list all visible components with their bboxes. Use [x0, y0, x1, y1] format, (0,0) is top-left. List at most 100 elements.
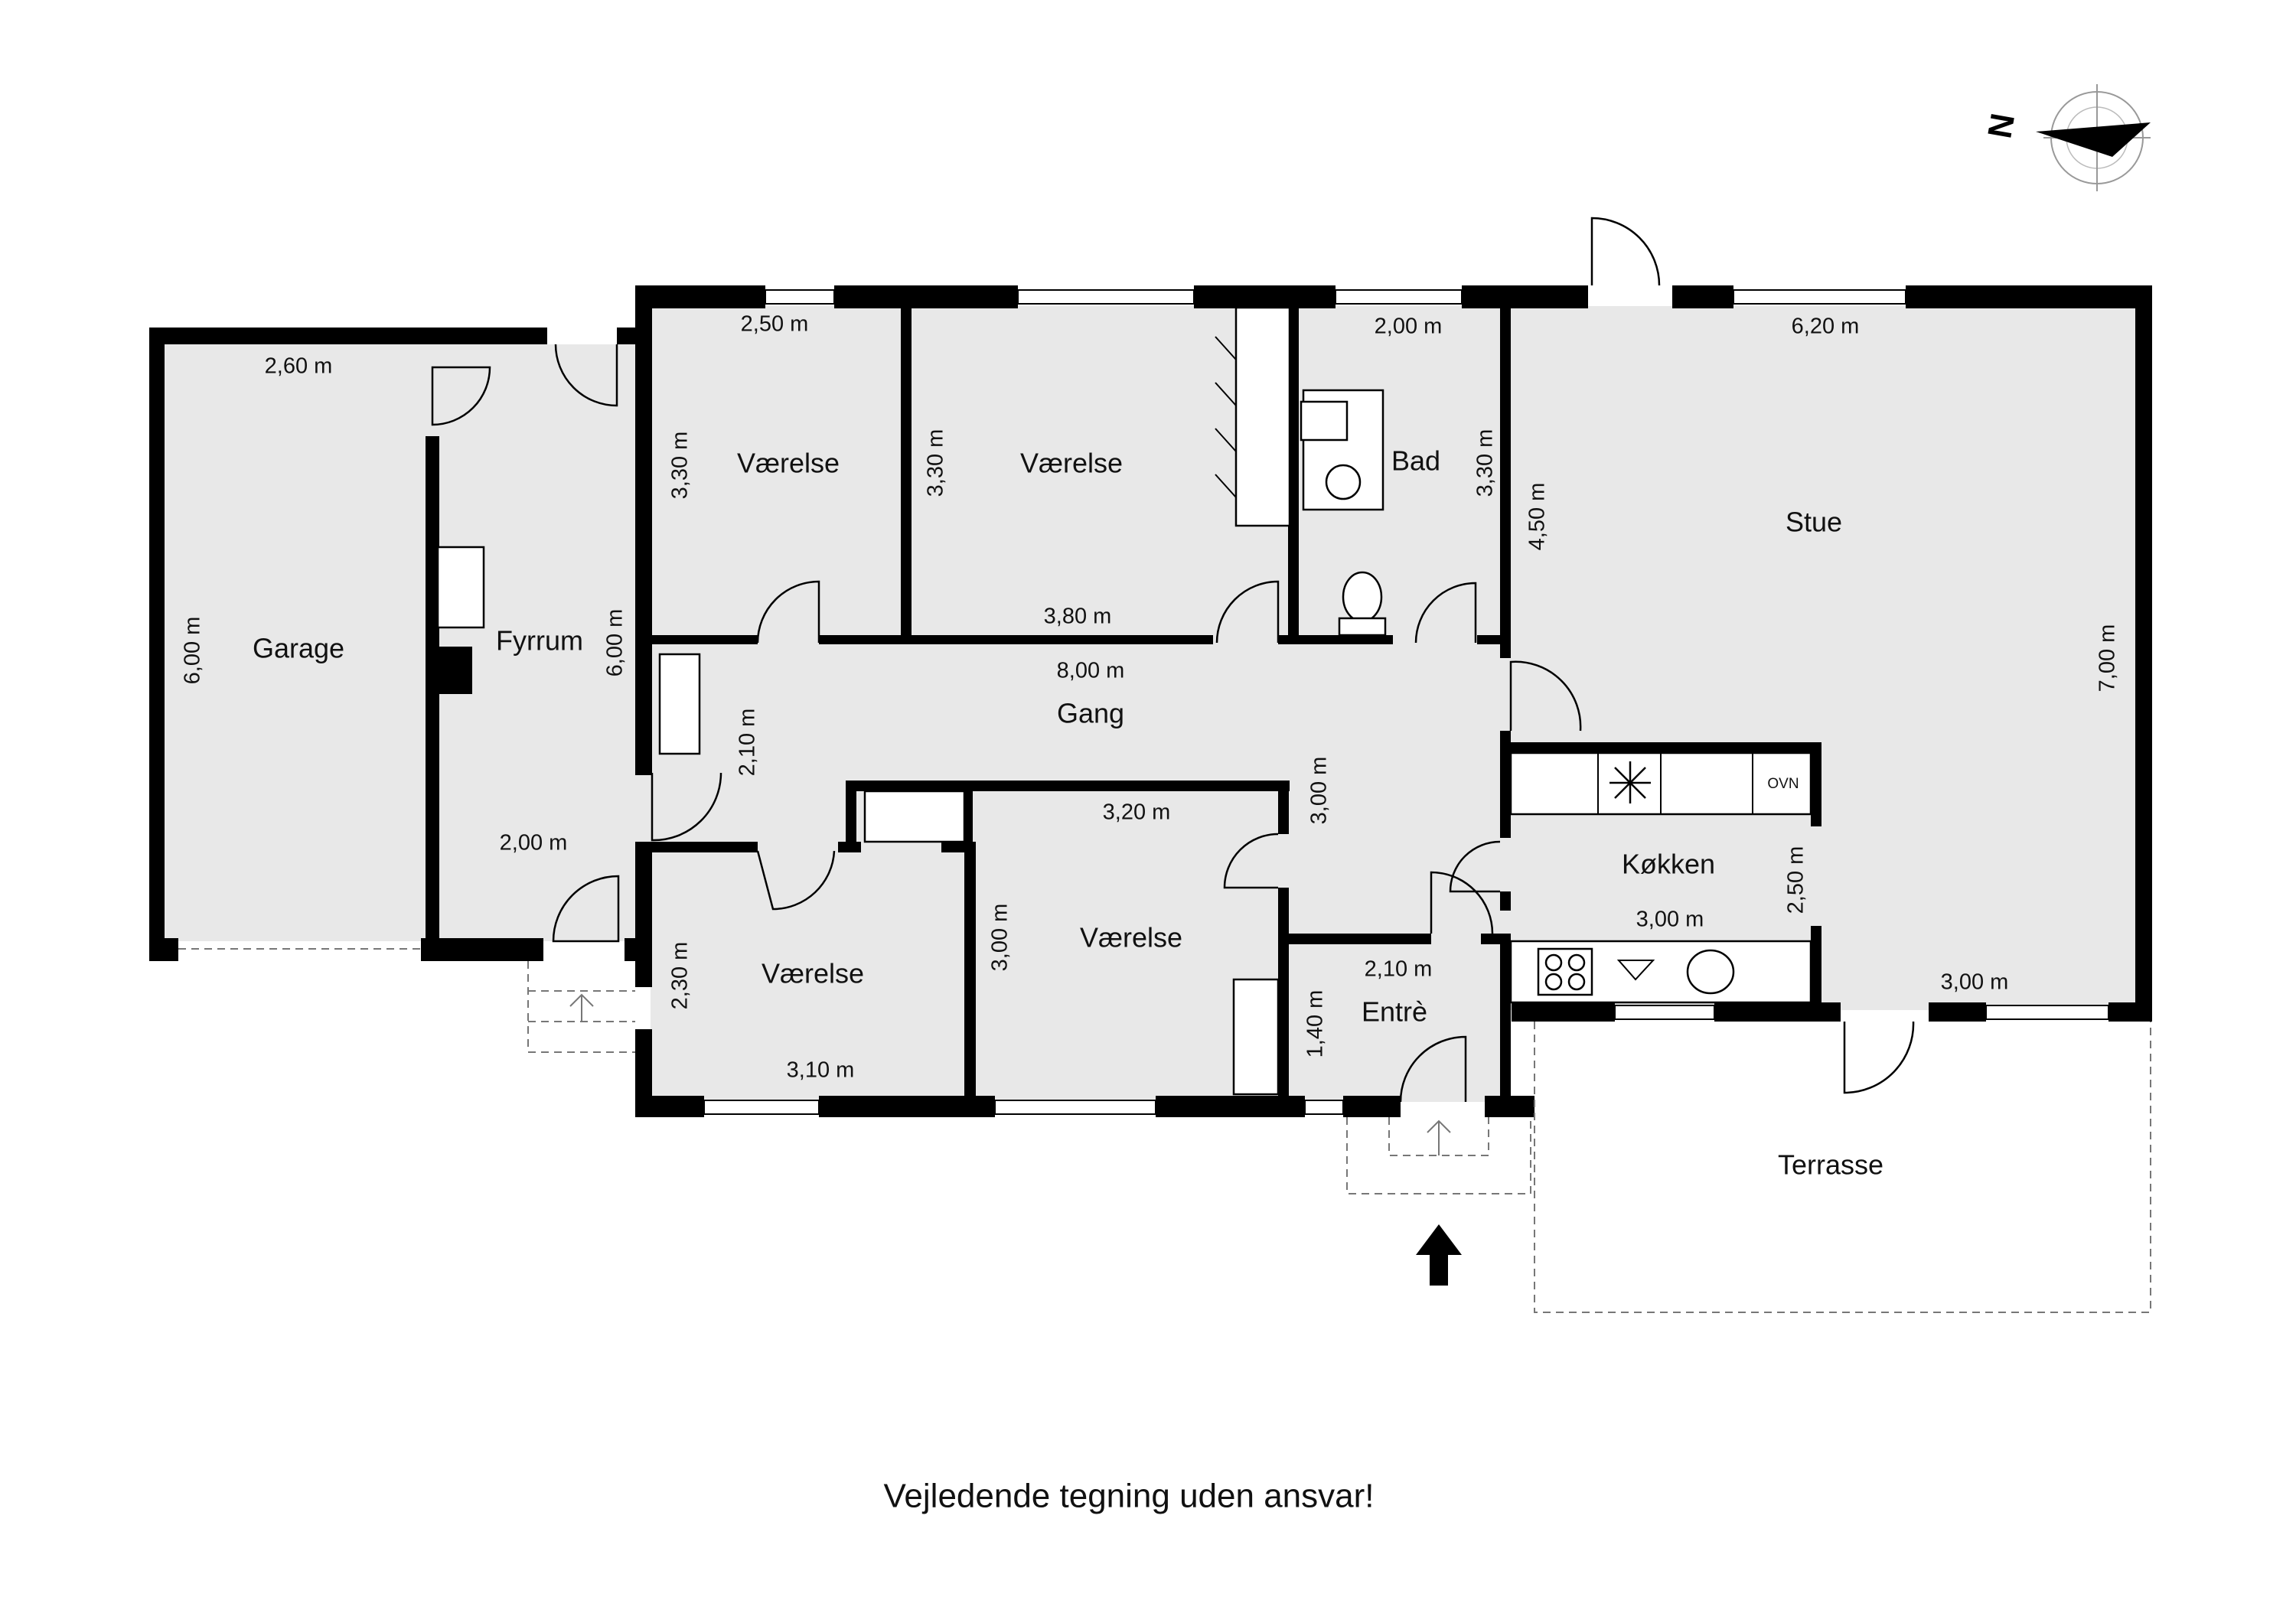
wall	[149, 328, 432, 344]
wall	[1278, 888, 1289, 934]
wall	[846, 781, 856, 851]
wall	[1500, 731, 1511, 838]
wall	[1500, 934, 1511, 1110]
oven-label: OVN	[1767, 776, 1799, 792]
dim-entre-height: 1,40 m	[1303, 990, 1328, 1058]
dim-vaerelse4-height: 3,00 m	[988, 904, 1013, 972]
windows	[703, 289, 2109, 1115]
door-swing	[1843, 1021, 1915, 1094]
window	[765, 289, 835, 305]
wall	[635, 285, 652, 775]
room-label-vaerelse-3: Værelse	[762, 958, 864, 989]
wall	[426, 436, 439, 941]
door-swing	[1215, 580, 1280, 644]
floor-fyrrum	[429, 344, 643, 941]
door-swing	[1590, 217, 1661, 286]
wardrobe	[1234, 306, 1291, 527]
fan-icon	[1609, 761, 1651, 803]
room-label-fyrrum: Fyrrum	[496, 625, 583, 657]
wall	[819, 635, 1213, 644]
wall	[941, 842, 964, 852]
wall	[846, 781, 1290, 791]
wall	[2135, 285, 2152, 1022]
wall	[1286, 934, 1431, 944]
door-swing	[1223, 833, 1279, 889]
dim-gang-width: 8,00 m	[1057, 659, 1125, 683]
wall	[964, 842, 976, 1110]
room-label-entre: Entrè	[1362, 996, 1427, 1028]
wall	[834, 285, 1018, 308]
door-swing	[552, 875, 620, 943]
stove-icon	[1537, 947, 1593, 996]
wall	[635, 1096, 704, 1117]
dim-stue-bottom: 3,00 m	[1941, 970, 2009, 995]
entrance-arrow-icon	[1416, 1224, 1462, 1286]
room-label-vaerelse-2: Værelse	[1020, 448, 1123, 479]
dashed-outlines	[178, 948, 2151, 1313]
dim-koekken-height: 2,50 m	[1784, 846, 1808, 914]
disclaimer: Vejledende tegning uden ansvar!	[884, 1478, 1375, 1515]
wardrobe	[1232, 978, 1280, 1096]
fixtures: OVN	[436, 306, 1812, 1096]
wall	[1481, 934, 1504, 944]
chimney	[438, 647, 472, 694]
dim-fyrrum-width: 2,00 m	[500, 831, 568, 855]
entrance-steps	[1346, 1117, 1531, 1194]
room-labels: Garage Fyrrum Værelse Værelse Bad Stue G…	[253, 445, 1883, 1181]
floor-vaerelse-3	[651, 849, 972, 1102]
wall	[2108, 1002, 2152, 1022]
stove-burner	[1567, 953, 1586, 972]
kitchen-sink-icon	[1686, 949, 1735, 995]
wall	[1278, 934, 1289, 1102]
window	[1985, 1005, 2109, 1020]
dim-gang-height-2: 3,00 m	[1307, 757, 1332, 825]
wall	[1672, 285, 1733, 308]
compass-needle-icon	[2036, 122, 2151, 157]
door-swing	[1449, 840, 1501, 893]
dim-stue-width: 6,20 m	[1792, 314, 1860, 339]
cabinet	[1300, 400, 1349, 442]
cabinet	[863, 790, 966, 843]
dim-fyrrum-height: 6,00 m	[603, 609, 628, 677]
wall	[1500, 891, 1511, 911]
wall	[1714, 1002, 1841, 1022]
dim-vaerelse4-width: 3,20 m	[1103, 800, 1171, 825]
door-swing	[651, 772, 722, 842]
dimension-labels: 2,60 m 6,00 m 6,00 m 2,00 m 2,50 m 3,30 …	[181, 312, 2120, 1083]
wall	[1929, 1002, 1986, 1022]
window	[1614, 1005, 1715, 1020]
door-swing	[554, 344, 618, 407]
boiler	[436, 546, 485, 629]
room-label-bad: Bad	[1391, 445, 1440, 477]
room-floors	[165, 306, 2135, 1102]
wall	[635, 285, 765, 308]
wardrobe-doors	[1215, 336, 1237, 498]
wall	[1462, 285, 1588, 308]
dim-vaerelse1-width: 2,50 m	[741, 312, 809, 337]
wall	[1477, 635, 1511, 644]
cabinet	[658, 653, 701, 755]
dim-koekken-width: 3,00 m	[1636, 908, 1704, 932]
wall	[1278, 781, 1289, 834]
window	[1335, 289, 1463, 305]
wall	[1343, 1096, 1401, 1117]
window	[1017, 289, 1195, 305]
wall	[1500, 306, 1511, 643]
dim-vaerelse2-width: 3,80 m	[1044, 605, 1112, 629]
wall	[901, 306, 912, 639]
compass-north-label: N	[1981, 111, 2022, 142]
wall	[1811, 926, 1821, 1022]
stove-burner	[1544, 953, 1563, 972]
wall	[421, 938, 543, 961]
walls	[149, 285, 2152, 1117]
window	[1304, 1100, 1344, 1115]
wall	[643, 842, 758, 852]
door-swing	[756, 850, 836, 911]
wall	[1906, 285, 2151, 308]
dim-vaerelse2-height: 3,30 m	[924, 429, 948, 497]
room-label-stue: Stue	[1786, 507, 1842, 538]
door-swing	[1414, 582, 1477, 644]
floor-garage	[165, 344, 429, 941]
wall	[1811, 742, 1821, 826]
